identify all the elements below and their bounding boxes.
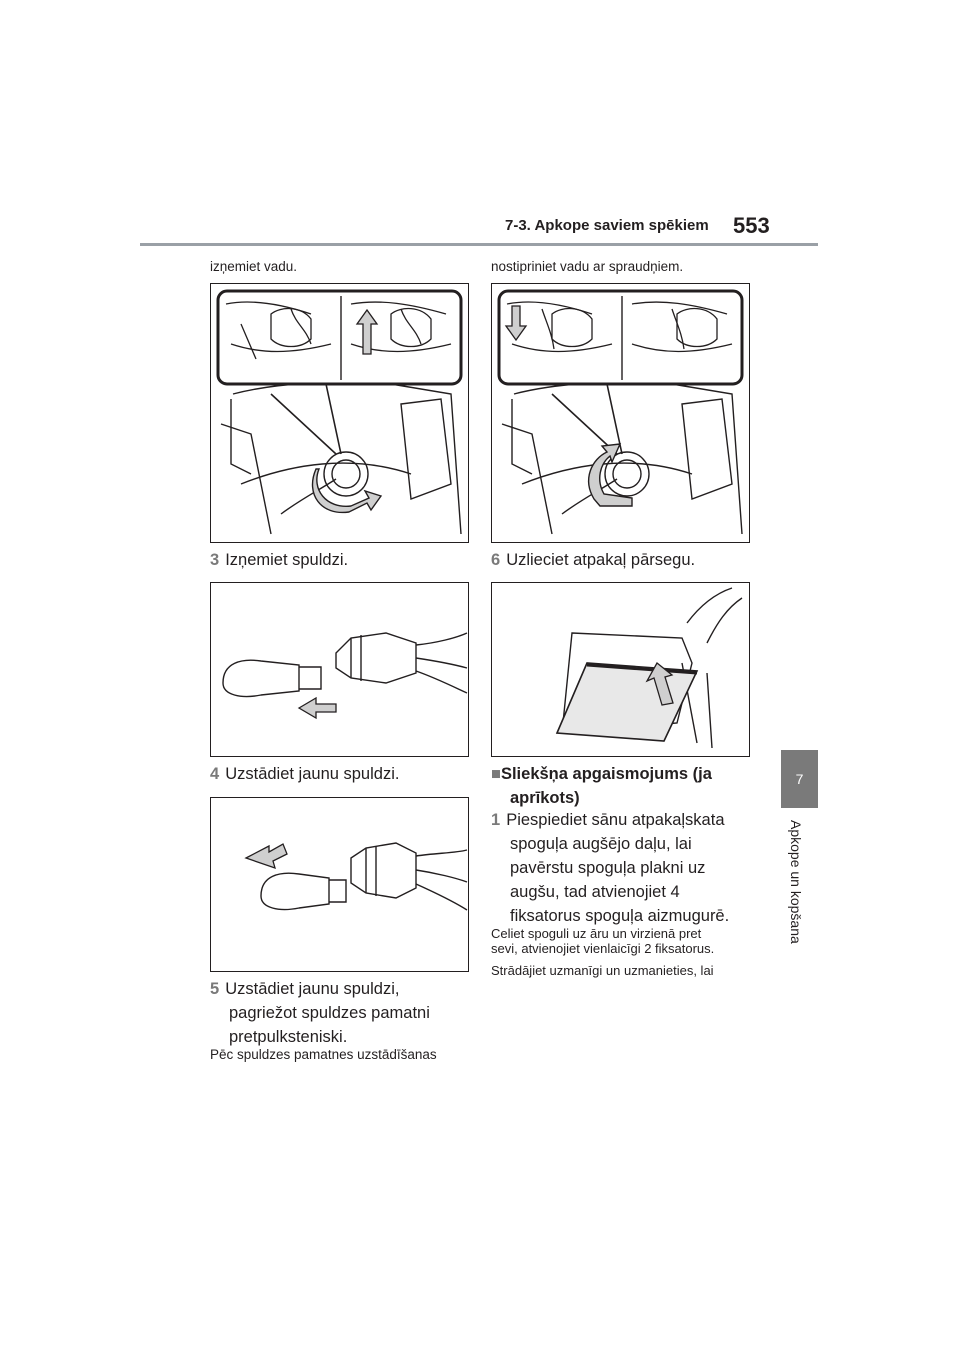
header-rule xyxy=(140,243,818,246)
figure-remove-bulb xyxy=(210,582,469,757)
step-4-number: 4 xyxy=(210,765,220,783)
figure-replace-cover xyxy=(491,582,750,757)
step-5-line2: pagriežot spuldzes pamatni xyxy=(229,1004,430,1022)
illustration-replace-cover xyxy=(555,587,743,749)
step-1-number: 1 xyxy=(491,811,501,829)
step-6-text: Uzlieciet atpakaļ pārsegu. xyxy=(506,551,696,569)
illustration-remove-wire xyxy=(216,289,463,535)
step-1-line3: pavērstu spoguļa plakni uz xyxy=(510,859,706,877)
figure-remove-wire xyxy=(210,283,469,543)
step-5-line1: Uzstādiet jaunu spuldzi, xyxy=(225,980,400,998)
step-1-line5: fiksatorus spoguļa aizmugurē. xyxy=(510,907,730,925)
note-1-line2: sevi, atvienojiet vienlaicīgi 2 fiksator… xyxy=(491,941,715,956)
section-heading: ■Sliekšņa apgaismojums (ja aprīkots) xyxy=(491,762,712,810)
section-title: 7-3. Apkope saviem spēkiem xyxy=(505,217,709,234)
step-5-number: 5 xyxy=(210,980,220,998)
heading-line1: Sliekšņa apgaismojums (ja xyxy=(500,765,712,783)
illustration-install-bulb xyxy=(244,842,468,911)
step-4: 4 Uzstādiet jaunu spuldzi. xyxy=(210,762,399,786)
step-5: 5 Uzstādiet jaunu spuldzi, pagriežot spul… xyxy=(210,977,430,1049)
step-5-line3: pretpulksteniski. xyxy=(229,1028,348,1046)
step-1-line2: spoguļa augšējo daļu, lai xyxy=(510,835,692,853)
step-6-number: 6 xyxy=(491,551,501,569)
step-1: 1 Piespiediet sānu atpakaļskata spoguļa a… xyxy=(491,808,729,928)
step-3: 3 Izņemiet spuldzi. xyxy=(210,548,348,572)
step-1-line1: Piespiediet sānu atpakaļskata xyxy=(506,811,725,829)
left-bottom-text: Pēc spuldzes pamatnes uzstādīšanas xyxy=(210,1047,437,1062)
step-1-line4: augšu, tad atvienojiet 4 xyxy=(510,883,680,901)
step-4-text: Uzstādiet jaunu spuldzi. xyxy=(225,765,400,783)
heading-marker: ■ xyxy=(491,765,501,783)
step-6: 6 Uzlieciet atpakaļ pārsegu. xyxy=(491,548,695,572)
step-3-text: Izņemiet spuldzi. xyxy=(225,551,349,569)
figure-install-bulb xyxy=(210,797,469,972)
right-top-text: nostipriniet vadu ar spraudņiem. xyxy=(491,259,684,274)
heading-line2: aprīkots) xyxy=(510,789,580,807)
left-top-text: izņemiet vadu. xyxy=(210,259,298,274)
illustration-secure-wire xyxy=(497,289,744,535)
note-1-line1: Celiet spoguli uz āru un virzienā pret xyxy=(491,926,702,941)
note-1: Celiet spoguli uz āru un virzienā pret s… xyxy=(491,926,714,956)
note-2: Strādājiet uzmanīgi un uzmanieties, lai xyxy=(491,963,714,978)
chapter-title-vertical: Apkope un kopšana xyxy=(786,820,806,960)
step-3-number: 3 xyxy=(210,551,220,569)
figure-secure-wire xyxy=(491,283,750,543)
chapter-title: Apkope un kopšana xyxy=(788,820,804,944)
chapter-tab: 7 xyxy=(781,750,818,808)
illustration-remove-bulb xyxy=(222,632,468,720)
page-number: 553 xyxy=(733,213,770,238)
